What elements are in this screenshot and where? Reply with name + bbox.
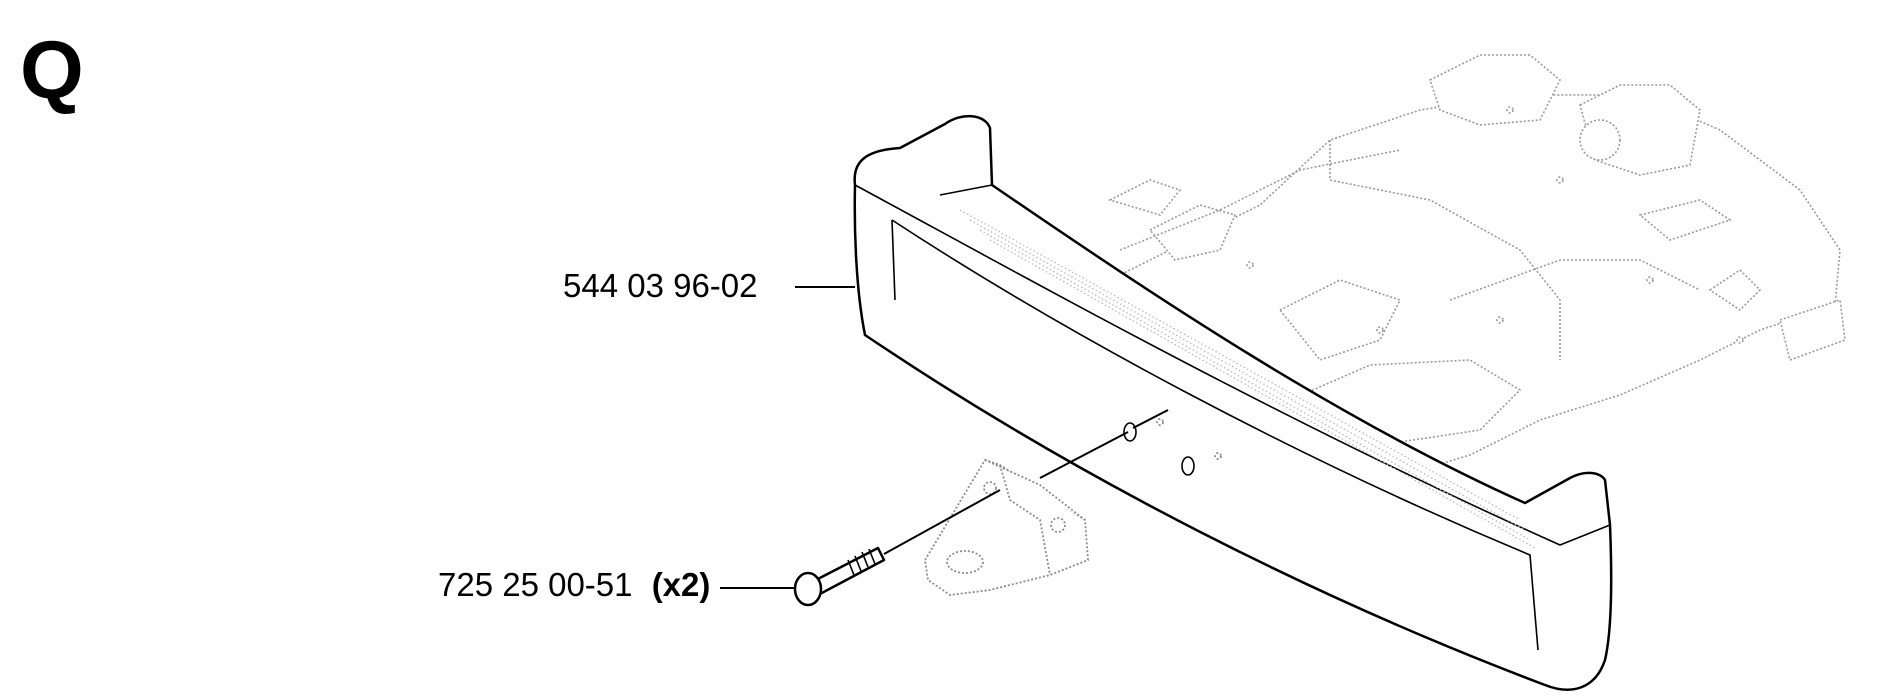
callout-bolt: 725 25 00-51 (x2) bbox=[438, 566, 795, 603]
section-letter: Q bbox=[20, 25, 84, 116]
part-number-label: 725 25 00-51 (x2) bbox=[438, 566, 710, 603]
quantity-label: (x2) bbox=[652, 566, 711, 603]
bolt-part bbox=[793, 546, 886, 607]
callout-bumper: 544 03 96-02 bbox=[563, 267, 855, 304]
bumper-part bbox=[853, 115, 1613, 691]
part-number-label: 544 03 96-02 bbox=[563, 267, 758, 304]
mounting-bracket-ghost bbox=[924, 458, 1089, 596]
part-number: 725 25 00-51 bbox=[438, 566, 633, 603]
alignment-lines bbox=[883, 409, 1169, 555]
